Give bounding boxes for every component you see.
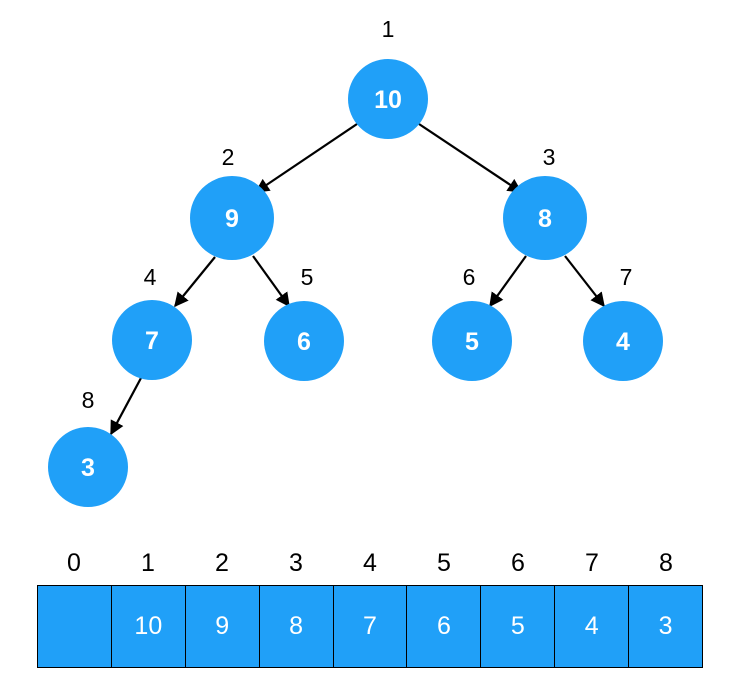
- array-cell-3[interactable]: 8: [259, 586, 334, 667]
- node-index-label: 3: [543, 144, 556, 170]
- tree-edge-3-to-7: [564, 255, 605, 308]
- array-cell-1[interactable]: 10: [111, 586, 186, 667]
- node-index-label: 7: [620, 264, 633, 290]
- array-index-label-4: 4: [363, 549, 377, 577]
- node-value: 4: [616, 328, 630, 356]
- tree-node-8[interactable]: 38: [48, 387, 128, 507]
- node-value: 7: [145, 327, 159, 355]
- array-cell-2[interactable]: 9: [185, 586, 260, 667]
- node-value: 10: [374, 86, 402, 114]
- array-index-label-2: 2: [215, 549, 229, 577]
- tree-node-6[interactable]: 56: [432, 264, 512, 381]
- tree-edges: [110, 123, 605, 436]
- node-index-label: 8: [82, 387, 95, 413]
- array-index-label-1: 1: [141, 549, 155, 577]
- tree-node-7[interactable]: 47: [583, 264, 663, 381]
- node-value: 8: [538, 205, 552, 233]
- node-value: 9: [225, 205, 239, 233]
- tree-node-3[interactable]: 83: [503, 144, 587, 260]
- node-circle[interactable]: [190, 176, 274, 260]
- array-cell-6[interactable]: 5: [481, 586, 556, 667]
- node-index-label: 1: [382, 16, 395, 42]
- tree-edge-4-to-8: [110, 377, 142, 436]
- tree-edge-2-to-5: [252, 255, 290, 308]
- array-index-label-0: 0: [67, 549, 81, 577]
- node-index-label: 6: [463, 264, 476, 290]
- tree-edge-2-to-4: [174, 256, 216, 308]
- tree-node-4[interactable]: 74: [112, 264, 192, 380]
- array-index-label-8: 8: [659, 549, 673, 577]
- array-cell-0[interactable]: [38, 586, 112, 667]
- node-value: 3: [81, 454, 95, 482]
- node-circle[interactable]: [48, 427, 128, 507]
- node-value: 5: [465, 328, 479, 356]
- node-index-label: 5: [301, 264, 314, 290]
- node-circle[interactable]: [503, 176, 587, 260]
- node-value: 6: [297, 328, 311, 356]
- array-cell-4[interactable]: 7: [333, 586, 408, 667]
- tree-node-2[interactable]: 92: [190, 144, 274, 260]
- node-index-label: 2: [222, 144, 235, 170]
- array-cell-7[interactable]: 4: [555, 586, 630, 667]
- tree-edge-1-to-3: [418, 123, 523, 193]
- array-cell-8[interactable]: 3: [629, 586, 703, 667]
- array-index-label-7: 7: [585, 549, 599, 577]
- node-circle[interactable]: [112, 300, 192, 380]
- node-circle[interactable]: [583, 301, 663, 381]
- array-index-row: 0 1 2 3 4 5 6 7 8: [37, 541, 703, 585]
- node-circle[interactable]: [432, 301, 512, 381]
- tree-node-5[interactable]: 65: [264, 264, 344, 381]
- array-index-label-5: 5: [437, 549, 451, 577]
- tree-edge-1-to-2: [254, 123, 358, 193]
- array-cell-5[interactable]: 6: [407, 586, 482, 667]
- node-index-label: 4: [144, 264, 157, 290]
- node-circle[interactable]: [348, 59, 428, 139]
- tree-edge-3-to-6: [489, 255, 527, 308]
- array-index-label-6: 6: [511, 549, 525, 577]
- tree-node-1[interactable]: 10 1: [348, 16, 428, 139]
- array-index-label-3: 3: [289, 549, 303, 577]
- node-circle[interactable]: [264, 301, 344, 381]
